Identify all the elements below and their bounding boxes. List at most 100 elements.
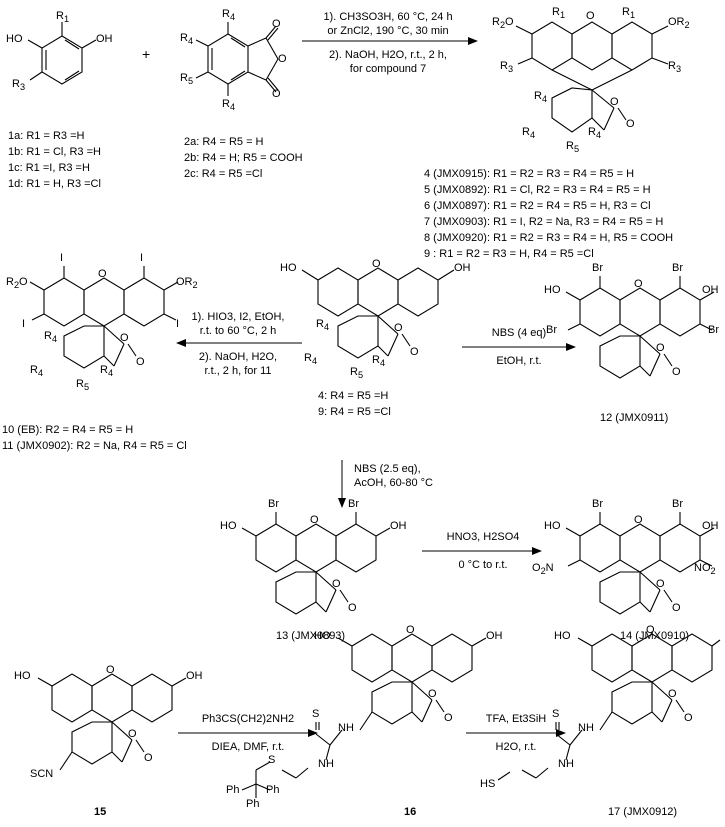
compound-15-label: 15	[94, 806, 107, 818]
oh-label: OH	[390, 520, 407, 532]
ph-label: Ph	[246, 798, 260, 810]
o-label: O	[98, 268, 107, 280]
oh-label: OH	[702, 284, 719, 296]
ho-label: HO	[544, 284, 561, 296]
bromo-label: Br	[268, 498, 279, 510]
r4-label: R4	[522, 126, 536, 141]
list1-item: 1b: R1 = Cl, R3 =H	[8, 146, 101, 158]
reaction2-left-arrow	[176, 339, 302, 347]
or2-label: OR2	[176, 276, 198, 291]
r2o-label: R2O	[492, 16, 514, 31]
o-label: O	[272, 88, 281, 100]
o-label: O	[278, 53, 287, 65]
s-label: S	[552, 708, 560, 720]
o-label: O	[428, 688, 437, 700]
ho-label: HO	[280, 262, 297, 274]
list1-item: 1a: R1 = R3 =H	[8, 130, 85, 142]
reaction3-down-conditions: NBS (2.5 eq),AcOH, 60-80 °C	[354, 463, 433, 489]
bromo-label: Br	[546, 324, 557, 336]
o-label: O	[586, 10, 595, 22]
reaction2-right-conditions: EtOH, r.t.	[496, 355, 542, 367]
o-label: O	[626, 118, 635, 130]
nh-label: NH	[578, 722, 594, 734]
s-label: S	[268, 754, 276, 766]
reaction2-right-arrow	[462, 343, 576, 351]
bromo-label: Br	[592, 498, 603, 510]
scn-label: SCN	[30, 768, 54, 780]
reaction3-right-conditions: 0 °C to r.t.	[458, 559, 508, 571]
o-label: O	[128, 728, 137, 740]
r3-label: R3	[500, 60, 514, 75]
reaction4-conditions-1: Ph3CS(CH2)2NH2	[201, 713, 295, 725]
r4-label: R4	[30, 364, 44, 379]
r4-label: R4	[44, 330, 58, 345]
list1-item: 1d: R1 = H, R3 =Cl	[8, 178, 101, 190]
compound-17-label: 17 (JMX0912)	[608, 806, 678, 818]
iodo-label: I	[140, 252, 144, 264]
o-label: O	[672, 602, 681, 614]
nh-label: NH	[558, 758, 574, 770]
compound-11-label: 11 (JMX0902): R2 = Na, R4 = R5 = Cl	[2, 440, 187, 452]
o-label: O	[668, 688, 677, 700]
o-label: O	[672, 366, 681, 378]
reaction4-conditions-2: TFA, Et3SiH	[485, 713, 547, 725]
product-label: 6 (JMX0897): R1 = R2 = R4 = R5 = H, R3 =…	[424, 200, 651, 212]
oh-label: OH	[486, 630, 503, 642]
r3-label: R3	[12, 78, 26, 93]
compound-10-label: 10 (EB): R2 = R4 = R5 = H	[2, 424, 134, 436]
reaction4-conditions-2: H2O, r.t.	[495, 741, 537, 753]
oh-label: OH	[186, 670, 203, 682]
list2-item: 2c: R4 = R5 =Cl	[184, 168, 263, 180]
r1-label: R1	[56, 10, 70, 25]
reaction4-conditions-1: DIEA, DMF, r.t.	[211, 741, 285, 753]
o-label: O	[136, 356, 145, 368]
o-label: O	[144, 752, 153, 764]
iodo-label: I	[176, 318, 180, 330]
product-label: 4 (JMX0915): R1 = R2 = R3 = R4 = R5 = H	[424, 168, 635, 180]
r4-label: R4	[100, 364, 114, 379]
o-label: O	[634, 278, 643, 290]
r4-label: R4	[316, 318, 330, 333]
s-label: S	[312, 708, 320, 720]
r4-label: R4	[222, 8, 236, 23]
nh-label: NH	[338, 722, 354, 734]
product-label: 9 : R1 = R2 = R3 = H, R4 = R5 =Cl	[424, 248, 594, 260]
ho-label: HO	[314, 630, 331, 642]
o-label: O	[656, 342, 665, 354]
bromo-label: Br	[348, 498, 359, 510]
reaction4-arrow-1	[178, 729, 318, 737]
reaction3-down-arrow	[338, 460, 346, 508]
ho-label: HO	[544, 520, 561, 532]
iodo-label: I	[60, 252, 64, 264]
ho-label: HO	[14, 670, 31, 682]
o-label: O	[372, 258, 381, 270]
o-label: O	[610, 96, 619, 108]
reaction3-right-arrow	[422, 547, 542, 555]
nh-label: NH	[318, 758, 334, 770]
o-label: O	[684, 712, 693, 724]
list2-item: 2b: R4 = H; R5 = COOH	[184, 152, 303, 164]
reaction2-left-conditions: 1). HIO3, I2, EtOH,r.t. to 60 °C, 2 h	[191, 311, 285, 337]
o-label: O	[332, 578, 341, 590]
o-label: O	[348, 602, 357, 614]
r4-label: R4	[304, 352, 318, 367]
oh-label: OH	[454, 262, 471, 274]
o-label: O	[444, 712, 453, 724]
reaction1-conditions: 2). NaOH, H2O, r.t., 2 h,for compound 7	[329, 49, 447, 75]
compound-16-label: 16	[404, 806, 417, 818]
r1-label: R1	[622, 6, 636, 21]
r5-label: R5	[350, 366, 364, 381]
o-label: O	[394, 322, 403, 334]
o-label: O	[272, 18, 281, 30]
compound-9-label: 9: R4 = R5 =Cl	[318, 406, 391, 418]
